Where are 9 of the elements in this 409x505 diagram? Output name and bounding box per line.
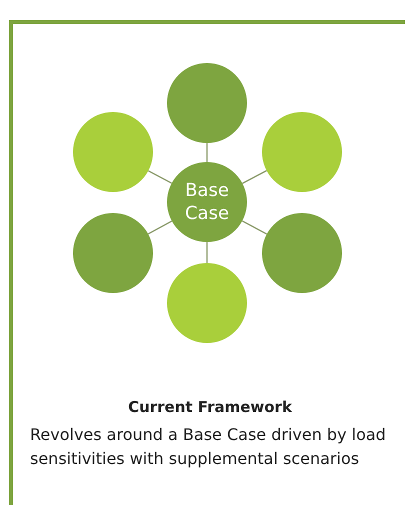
circle-label: Base Case	[184, 178, 230, 226]
connector-line	[242, 170, 267, 184]
connector-line	[242, 220, 268, 235]
connector-line	[206, 143, 208, 162]
connector-line	[206, 242, 208, 263]
connector-line	[148, 170, 172, 184]
connector-line	[148, 220, 172, 234]
heading: Current Framework	[127, 398, 293, 416]
description: Revolves around a Base Case driven by load sensitivities with supplemental scenarios	[30, 424, 387, 470]
